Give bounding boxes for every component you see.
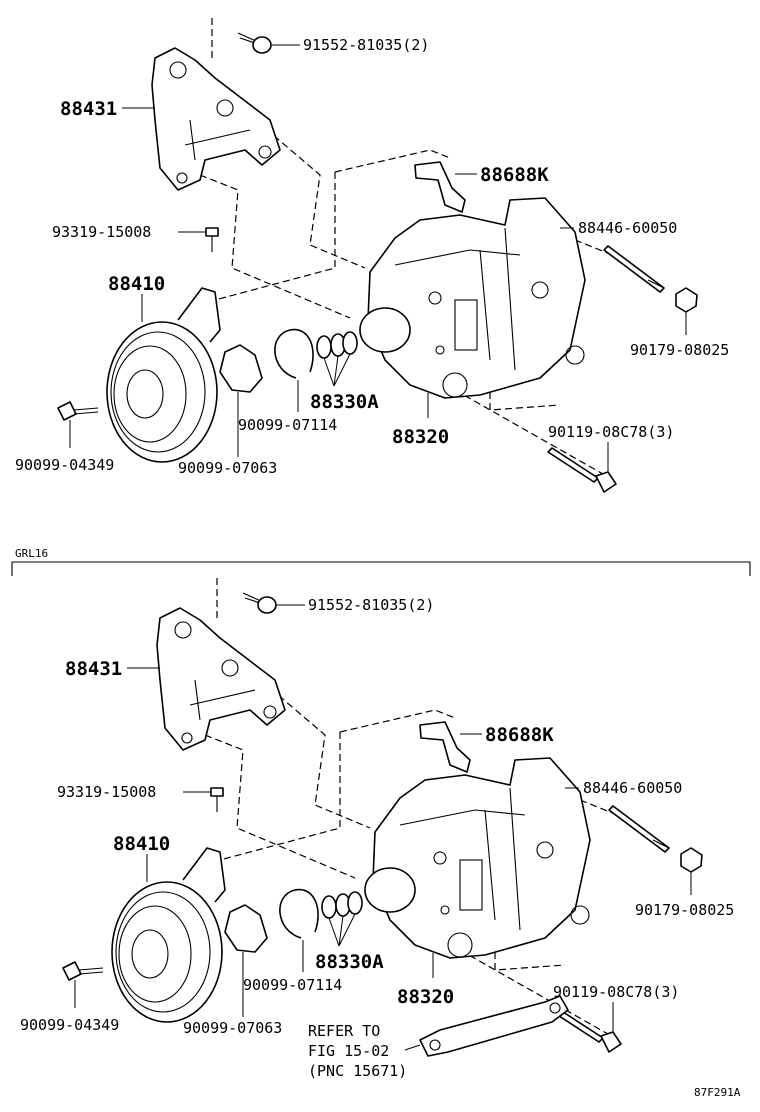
lower-label-88320: 88320 xyxy=(397,986,454,1008)
upper-label-88431: 88431 xyxy=(60,98,117,120)
lower-label-88431: 88431 xyxy=(65,658,122,680)
lower-label-88410: 88410 xyxy=(113,833,170,855)
upper-bolt-91552-81035 xyxy=(237,32,272,54)
upper-label-91552-81035: 91552-81035(2) xyxy=(303,36,429,54)
lower-label-90099-04349: 90099-04349 xyxy=(20,1016,119,1034)
lower-label-90099-07114: 90099-07114 xyxy=(243,976,342,994)
lower-label-93319-15008: 93319-15008 xyxy=(57,783,156,801)
upper-compressor-88320 xyxy=(359,197,586,399)
lower-assembly: 91552-81035(2) 88431 88688K xyxy=(20,578,734,1053)
upper-shim-set-88330a xyxy=(316,331,358,359)
refer-note-line2: FIG 15-02 xyxy=(308,1042,389,1060)
upper-label-90179-08025: 90179-08025 xyxy=(630,341,729,359)
upper-label-88330a: 88330A xyxy=(310,391,379,413)
upper-clutch-pulley-88410 xyxy=(106,287,221,463)
lower-bolt-91552-81035 xyxy=(242,592,277,614)
lower-screw-93319-15008 xyxy=(210,787,224,812)
upper-nut-90179-08025 xyxy=(675,287,698,313)
lower-gasket-90099-07063 xyxy=(224,904,268,953)
lower-bolt-88446-60050 xyxy=(608,805,670,853)
upper-assembly: 91552-81035(2) 88431 88688K xyxy=(15,18,729,493)
lower-bracket-88431 xyxy=(156,607,286,751)
upper-bolt-90099-04349 xyxy=(57,401,99,421)
upper-label-88320: 88320 xyxy=(392,426,449,448)
lower-shim-set-88330a xyxy=(321,891,363,919)
upper-bracket-88431 xyxy=(151,47,281,191)
belt-bracket-15671 xyxy=(419,995,569,1057)
upper-bolt-88446-60050 xyxy=(603,245,665,293)
lower-label-88446-60050: 88446-60050 xyxy=(583,779,682,797)
section-bracket xyxy=(11,561,751,576)
upper-label-90119-08c78: 90119-08C78(3) xyxy=(548,423,674,441)
upper-snap-ring-90099-07114 xyxy=(274,328,314,379)
upper-label-88688k: 88688K xyxy=(480,164,549,186)
upper-label-90099-07114: 90099-07114 xyxy=(238,416,337,434)
upper-label-93319-15008: 93319-15008 xyxy=(52,223,151,241)
upper-label-90099-07063: 90099-07063 xyxy=(178,459,277,477)
refer-note-line1: REFER TO xyxy=(308,1022,380,1040)
lower-nut-90179-08025 xyxy=(680,847,703,873)
lower-label-90119-08c78: 90119-08C78(3) xyxy=(553,983,679,1001)
lower-label-90099-07063: 90099-07063 xyxy=(183,1019,282,1037)
upper-stud-88688k xyxy=(414,161,466,213)
lower-clutch-pulley-88410 xyxy=(111,847,226,1023)
upper-label-88446-60050: 88446-60050 xyxy=(578,219,677,237)
upper-gasket-90099-07063 xyxy=(219,344,263,393)
upper-label-90099-04349: 90099-04349 xyxy=(15,456,114,474)
lower-label-91552-81035: 91552-81035(2) xyxy=(308,596,434,614)
lower-snap-ring-90099-07114 xyxy=(279,888,319,939)
section-code: GRL16 xyxy=(15,547,48,560)
lower-label-88688k: 88688K xyxy=(485,724,554,746)
lower-stud-88688k xyxy=(419,721,471,773)
lower-label-88330a: 88330A xyxy=(315,951,384,973)
upper-label-88410: 88410 xyxy=(108,273,165,295)
lower-compressor-88320 xyxy=(364,757,591,959)
refer-note-line3: (PNC 15671) xyxy=(308,1062,407,1080)
lower-bolt-90099-04349 xyxy=(62,961,104,981)
upper-screw-93319-15008 xyxy=(205,227,219,252)
upper-bolt-90119-08c78 xyxy=(547,447,617,493)
lower-label-90179-08025: 90179-08025 xyxy=(635,901,734,919)
figure-code: 87F291A xyxy=(694,1086,741,1099)
